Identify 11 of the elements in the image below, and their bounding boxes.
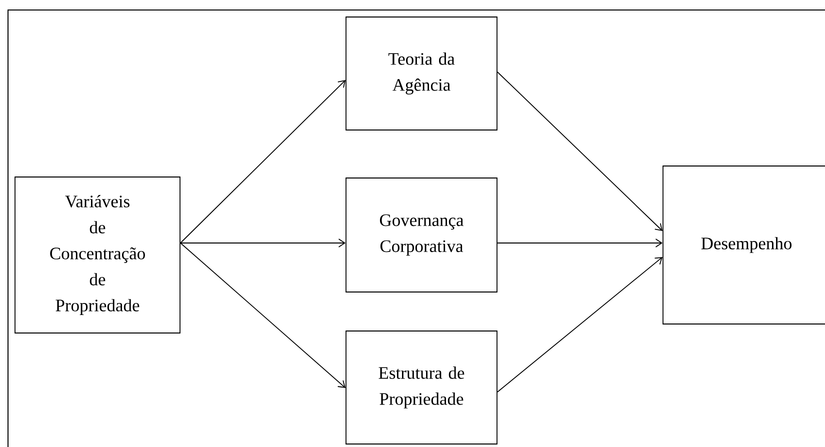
arrow bbox=[497, 238, 663, 248]
box: Variáveis de Concentração de Propriedade bbox=[14, 176, 180, 334]
arrow bbox=[180, 80, 346, 244]
arrow bbox=[497, 72, 663, 231]
arrow bbox=[180, 242, 346, 388]
box: Governança Corporativa bbox=[346, 178, 498, 292]
arrow bbox=[497, 257, 663, 392]
box: Estrutura de Propriedade bbox=[346, 330, 498, 444]
box: Desempenho bbox=[662, 166, 825, 324]
box: Teoria da Agência bbox=[346, 16, 498, 130]
arrow bbox=[180, 238, 346, 248]
